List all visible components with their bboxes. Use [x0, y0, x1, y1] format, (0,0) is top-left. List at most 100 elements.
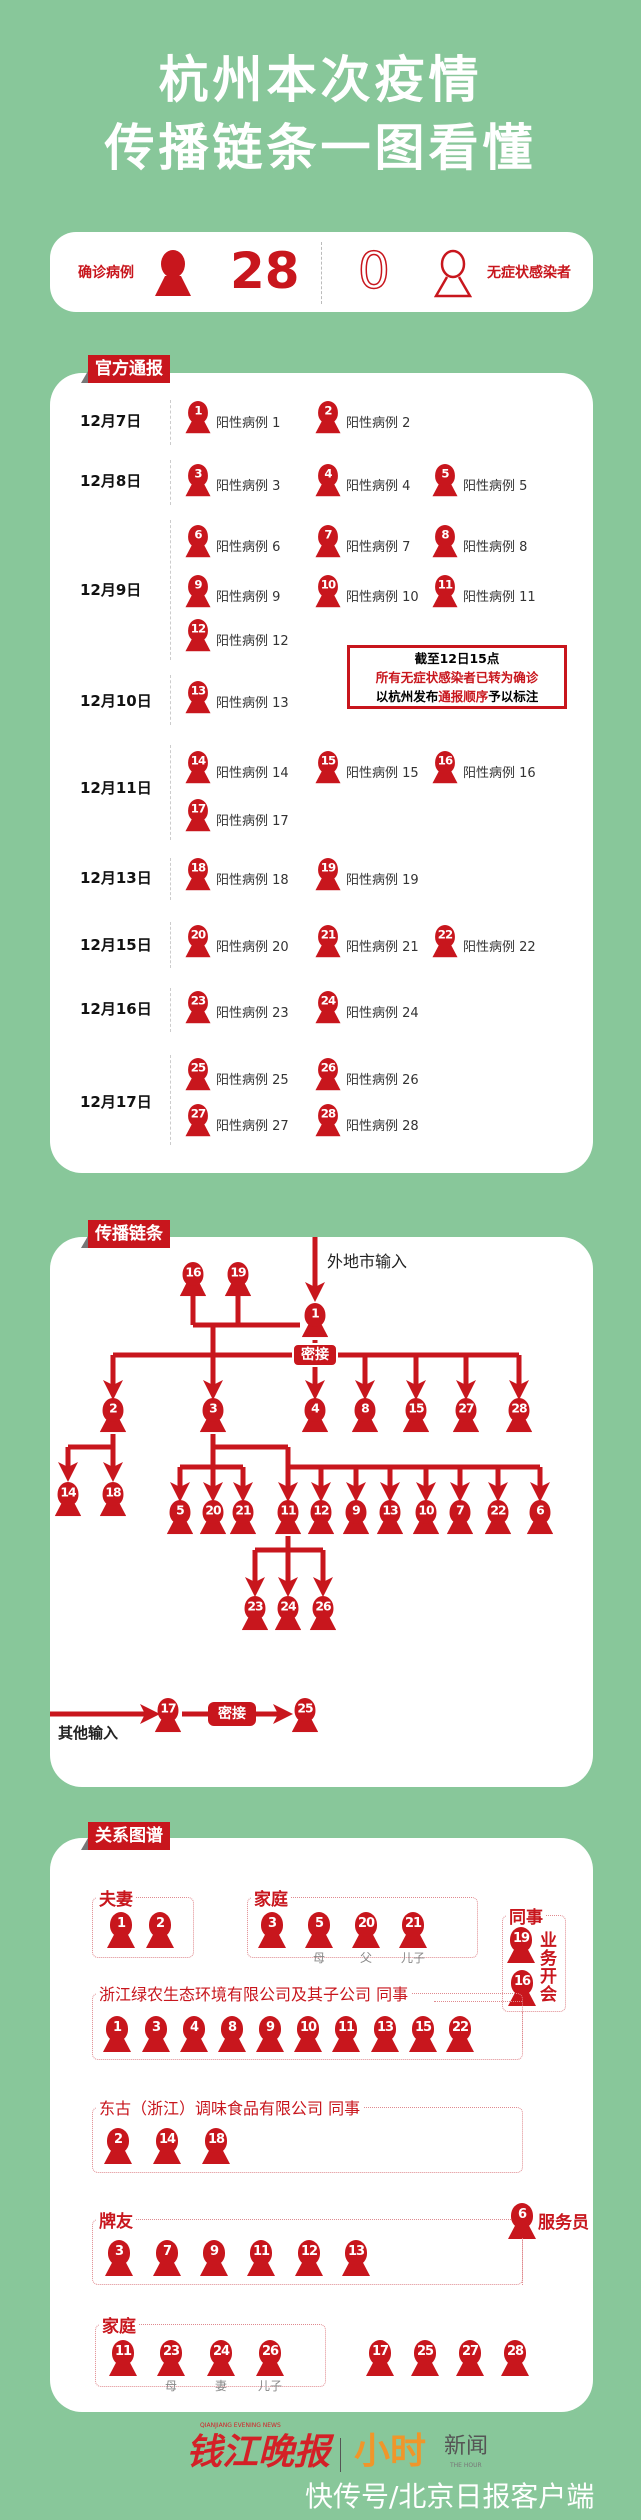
- person-body: [157, 2360, 185, 2376]
- case-number: 28: [508, 1398, 530, 1422]
- case-label: 阳性病例 3: [216, 479, 281, 494]
- person-body: [207, 2360, 235, 2376]
- case-label: 阳性病例 17: [216, 814, 289, 829]
- case-number: 27: [188, 1104, 208, 1127]
- case-number: 14: [188, 751, 208, 774]
- case-number: 4: [183, 2016, 205, 2041]
- group-label: 同事: [506, 1903, 546, 1928]
- person-body: [305, 1932, 333, 1948]
- person-icon: 14: [153, 2128, 181, 2164]
- title-line1: 杭州本次疫情: [158, 50, 483, 109]
- stats-card: 确诊病例 28 0 无症状感染者: [50, 232, 593, 312]
- case-number: 23: [188, 991, 208, 1014]
- news-logo: 新闻: [444, 2434, 489, 2459]
- person-body: [185, 482, 211, 497]
- case-number: 22: [449, 2016, 471, 2041]
- person-icon: 28: [315, 1104, 341, 1137]
- case-label: 阳性病例 26: [346, 1073, 419, 1088]
- source-watermark: 快传号/北京日报客户端: [305, 2480, 595, 2513]
- case-number: 24: [277, 1596, 299, 1620]
- person-icon: 25: [411, 2340, 439, 2376]
- person-body: [274, 1519, 302, 1535]
- person-body: [153, 2148, 181, 2164]
- case-number: 5: [308, 1912, 330, 1937]
- person-body: [484, 1519, 512, 1535]
- person-icon: 16: [508, 1970, 536, 2006]
- note-line1: 截至12日15点: [414, 651, 500, 666]
- case-number: 16: [435, 751, 455, 774]
- person-body: [185, 876, 211, 891]
- person-body: [103, 2036, 131, 2052]
- case-number: 16: [182, 1262, 204, 1286]
- hour-logo: 小时: [354, 2431, 427, 2472]
- person-body: [432, 943, 458, 958]
- case-number: 14: [156, 2128, 178, 2153]
- person-icon: 26: [256, 2340, 284, 2376]
- date-label: 12月9日: [80, 581, 142, 599]
- person-icon: 25: [291, 1698, 319, 1733]
- date-divider: [170, 460, 171, 505]
- case-number: 13: [379, 1500, 401, 1524]
- case-number: 17: [369, 2340, 391, 2365]
- person-icon: 11: [432, 575, 458, 608]
- case-number: 10: [415, 1500, 437, 1524]
- case-number: 23: [244, 1596, 266, 1620]
- group-label: 夫妻: [96, 1885, 136, 1910]
- case-number: 26: [318, 1058, 338, 1081]
- group-label: 东古（浙江）调味食品有限公司 同事: [96, 2095, 364, 2119]
- case-number: 9: [345, 1500, 367, 1524]
- case-label: 阳性病例 14: [216, 766, 289, 781]
- person-body: [256, 2036, 284, 2052]
- person-icon: 20: [199, 1500, 227, 1535]
- case-number: 17: [157, 1698, 179, 1722]
- case-number: 11: [335, 2016, 357, 2041]
- person-body: [258, 1932, 286, 1948]
- role-label: 儿子: [258, 2379, 283, 2393]
- person-body: [342, 1519, 370, 1535]
- note-box: 截至12日15点 所有无症状感染者已转为确诊 以杭州发布通报顺序予以标注: [347, 645, 567, 709]
- person-icon: 7: [315, 525, 341, 558]
- case-number: 12: [310, 1500, 332, 1524]
- person-body: [315, 876, 341, 891]
- person-body: [399, 1932, 427, 1948]
- person-body: [99, 1501, 127, 1517]
- person-icon: 23: [157, 2340, 185, 2376]
- date-label: 12月15日: [80, 936, 152, 954]
- qianjiang-logo-en: QIANJIANG EVENING NEWS: [200, 2422, 281, 2429]
- person-icon: 8: [218, 2016, 246, 2052]
- case-number: 4: [318, 464, 338, 487]
- connector-line: [522, 2238, 523, 2285]
- group-label: 家庭: [99, 2312, 139, 2337]
- person-body: [224, 1281, 252, 1297]
- case-label: 阳性病例 11: [463, 590, 536, 605]
- person-icon: 1: [301, 1303, 329, 1338]
- person-body: [99, 1417, 127, 1433]
- person-icon: 10: [294, 2016, 322, 2052]
- person-body: [107, 1932, 135, 1948]
- case-label: 阳性病例 2: [346, 416, 411, 431]
- person-icon: 2: [99, 1398, 127, 1433]
- date-label: 12月16日: [80, 1000, 152, 1018]
- other-import-label: 其他输入: [58, 1724, 119, 1742]
- person-body: [294, 2036, 322, 2052]
- case-number: 3: [202, 1398, 224, 1422]
- person-icon: 23: [241, 1596, 269, 1631]
- case-number: 12: [298, 2240, 320, 2265]
- relations-tag: 关系图谱: [81, 1822, 170, 1850]
- case-number: 11: [112, 2340, 134, 2365]
- person-body: [185, 593, 211, 608]
- person-icon: 6: [185, 525, 211, 558]
- case-number: 3: [188, 464, 208, 487]
- person-icon: 26: [309, 1596, 337, 1631]
- divider: [321, 242, 322, 304]
- case-label: 阳性病例 28: [346, 1119, 419, 1134]
- case-label: 阳性病例 25: [216, 1073, 289, 1088]
- case-label: 阳性病例 27: [216, 1119, 289, 1134]
- person-icon: 5: [305, 1912, 333, 1948]
- case-number: 28: [318, 1104, 338, 1127]
- person-body: [371, 2036, 399, 2052]
- case-label: 阳性病例 12: [216, 634, 289, 649]
- person-icon: 24: [207, 2340, 235, 2376]
- asymptomatic-count: 0: [357, 241, 390, 301]
- person-icon: 2: [146, 1912, 174, 1948]
